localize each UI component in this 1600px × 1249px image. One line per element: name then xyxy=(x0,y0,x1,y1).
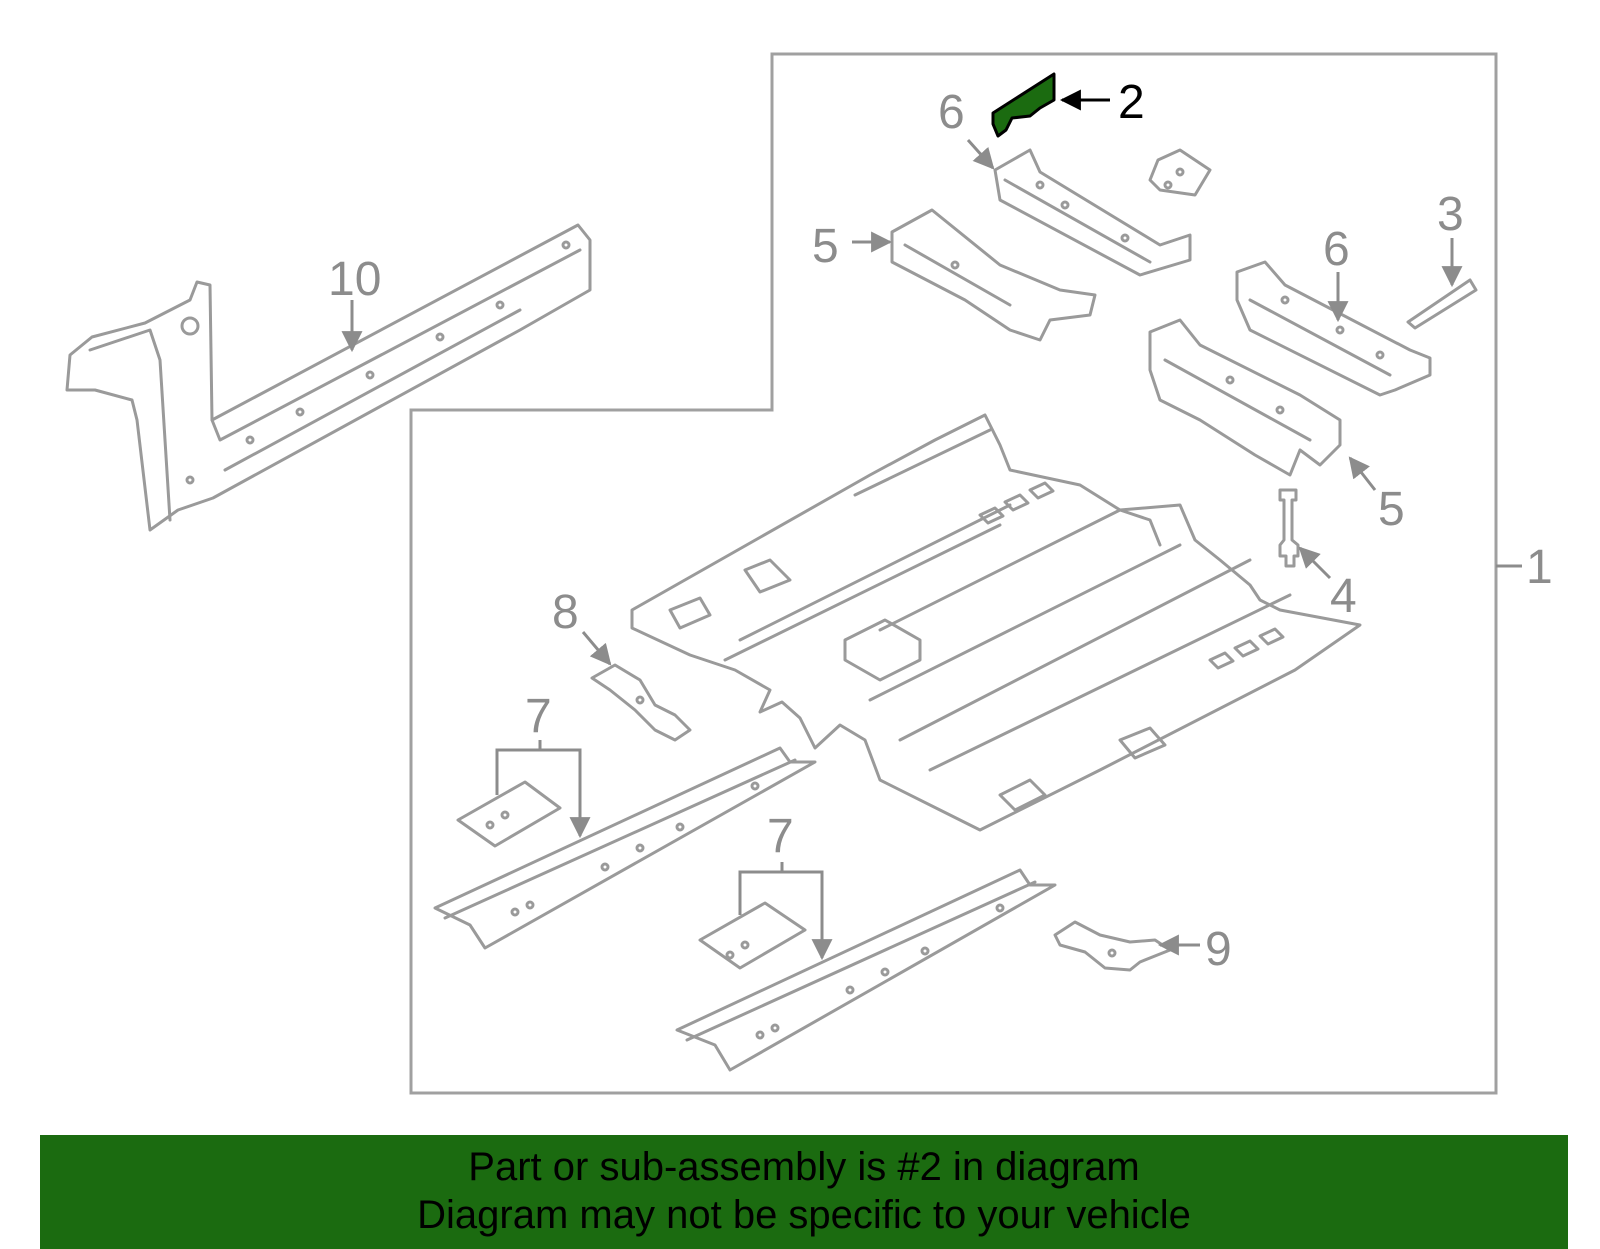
part-9-bracket[interactable] xyxy=(1053,920,1172,972)
callout-5-lower: 5 xyxy=(1378,483,1405,536)
part-8-bracket[interactable] xyxy=(590,663,692,742)
callout-8: 8 xyxy=(552,586,579,639)
part-3-strip[interactable] xyxy=(1406,278,1478,330)
callout-10: 10 xyxy=(328,253,381,306)
info-banner: Part or sub-assembly is #2 in diagram Di… xyxy=(40,1135,1568,1249)
part-5-lower-crossmember[interactable] xyxy=(1148,318,1342,477)
assembly-frame xyxy=(409,52,1498,1095)
callout-9: 9 xyxy=(1205,923,1232,976)
part-small-gusset[interactable] xyxy=(1148,148,1212,197)
part-2-bracket-highlighted[interactable] xyxy=(991,72,1056,138)
part-6-upper-crossmember[interactable] xyxy=(993,148,1192,277)
parts-diagram: 10 2 6 5 3 6 xyxy=(65,52,1553,1095)
callout-2: 2 xyxy=(1118,76,1145,129)
callout-1: 1 xyxy=(1526,541,1553,594)
callout-7-lower: 7 xyxy=(767,810,794,863)
callout-5-upper: 5 xyxy=(812,220,839,273)
part-6-lower-crossmember[interactable] xyxy=(1235,260,1432,397)
banner-line-disclaimer: Diagram may not be specific to your vehi… xyxy=(417,1193,1191,1237)
part-7-lower-plate[interactable] xyxy=(698,901,807,970)
part-10-rocker-panel[interactable] xyxy=(65,223,592,532)
part-7-lower-rail[interactable] xyxy=(675,868,1057,1072)
banner-line-part-number: Part or sub-assembly is #2 in diagram xyxy=(468,1145,1140,1189)
callout-6-upper: 6 xyxy=(938,86,965,139)
part-5-upper-crossmember[interactable] xyxy=(890,208,1097,342)
callout-6-lower: 6 xyxy=(1323,223,1350,276)
part-7-upper-plate[interactable] xyxy=(456,780,562,848)
callout-3: 3 xyxy=(1437,188,1464,241)
part-7-upper-rail[interactable] xyxy=(433,746,817,950)
part-1-floor-pan[interactable] xyxy=(630,413,1362,832)
callout-4: 4 xyxy=(1330,570,1357,623)
part-4-bolt[interactable] xyxy=(1278,488,1300,568)
callout-7-upper: 7 xyxy=(525,690,552,743)
